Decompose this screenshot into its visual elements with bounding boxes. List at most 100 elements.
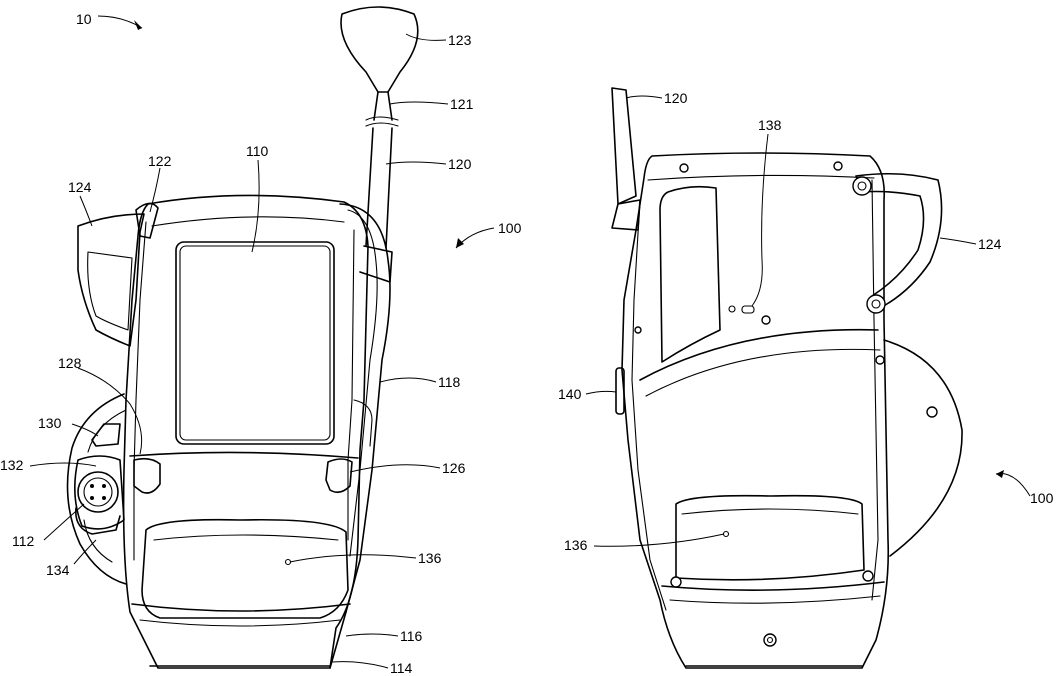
- rear-bulge: [884, 340, 962, 556]
- rear-antenna: [612, 88, 636, 204]
- left-side-button: [134, 459, 160, 493]
- rear-bottom-band: [662, 582, 884, 590]
- leader-126: [350, 465, 440, 472]
- rear-housing-top-band: [648, 175, 874, 180]
- front-view-device: [68, 7, 418, 668]
- leader-136b: [594, 534, 724, 546]
- leader-114: [332, 662, 388, 668]
- label-138: 138: [758, 117, 782, 133]
- leader-130: [72, 424, 98, 436]
- display-screen-inner: [180, 246, 330, 440]
- label-118: 118: [438, 374, 461, 390]
- label-122: 122: [148, 153, 172, 169]
- bottom-band: [132, 604, 350, 611]
- leader-128: [78, 368, 142, 454]
- housing-right-edge: [348, 230, 354, 540]
- rear-lower-sweep: [640, 330, 878, 380]
- screw-lower-left: [671, 577, 681, 587]
- label-140: 140: [558, 386, 582, 402]
- rear-handle-pivot-bottom: [867, 295, 885, 313]
- leader-138: [752, 134, 768, 306]
- antenna-mast-upper: [374, 92, 392, 120]
- connector-housing: [75, 456, 124, 529]
- bottom-band-inner: [140, 620, 340, 626]
- rear-bulge-screw: [927, 407, 937, 417]
- leader-10-arrow: [134, 20, 142, 30]
- leader-116: [346, 634, 398, 636]
- handle-clip: [136, 203, 158, 238]
- leader-124b: [940, 238, 976, 244]
- display-screen: [176, 242, 334, 444]
- label-100-front: 100: [498, 220, 522, 236]
- rear-view-device: [612, 88, 962, 668]
- label-123: 123: [448, 32, 472, 48]
- label-134: 134: [46, 562, 70, 578]
- screw-right-mid: [876, 356, 884, 364]
- connector-pin-4: [102, 496, 106, 500]
- label-132: 132: [0, 457, 24, 473]
- connector-pin-2: [102, 484, 106, 488]
- label-10: 10: [76, 11, 92, 27]
- screw-side-left: [635, 327, 641, 333]
- rear-antenna-base: [612, 200, 640, 230]
- grip-panel-inner: [154, 535, 338, 540]
- label-130: 130: [38, 415, 62, 431]
- connector-pin-1: [90, 484, 94, 488]
- label-120-front: 120: [448, 156, 472, 172]
- leader-124a: [80, 196, 92, 226]
- rear-switch: [742, 306, 754, 313]
- label-126: 126: [442, 460, 466, 476]
- label-110: 110: [246, 143, 269, 159]
- leader-123: [406, 34, 446, 40]
- side-rail: [340, 204, 390, 612]
- rear-handle: [856, 174, 942, 308]
- label-124-front: 124: [68, 179, 92, 195]
- rear-handle-pivot-top: [853, 177, 871, 195]
- leader-120b: [626, 96, 662, 98]
- screw-top-left: [680, 164, 688, 172]
- rear-switch-indicator: [729, 306, 735, 312]
- connector-pin-3: [90, 496, 94, 500]
- screw-top-right: [834, 162, 842, 170]
- handle-strap-inner: [88, 252, 132, 330]
- screw-lower-right: [863, 571, 873, 581]
- label-124-rear: 124: [978, 236, 1002, 252]
- connector-inner-ring: [84, 478, 112, 506]
- label-100-rear: 100: [1030, 490, 1054, 506]
- housing-bevel: [152, 217, 344, 226]
- label-114: 114: [390, 660, 413, 676]
- rear-grip-panel-inner: [682, 509, 858, 514]
- leader-100b-arrow: [996, 470, 1004, 478]
- housing-left-edge: [134, 222, 146, 560]
- leader-120a: [386, 162, 446, 164]
- leader-134: [74, 540, 96, 564]
- rear-switch-screw: [762, 316, 770, 324]
- rear-housing-right-edge: [872, 180, 878, 600]
- leader-140: [586, 391, 616, 394]
- grip-center-mark: [286, 560, 291, 565]
- label-136-rear: 136: [564, 537, 588, 553]
- antenna-tip: [341, 7, 418, 92]
- label-112: 112: [12, 533, 35, 549]
- rear-grip-center-mark: [724, 532, 729, 537]
- rear-bottom-band-inner: [670, 596, 880, 603]
- screw-bottom: [764, 634, 776, 646]
- label-121: 121: [450, 96, 474, 112]
- leader-118: [380, 378, 436, 382]
- leader-132: [30, 463, 96, 466]
- front-housing: [124, 195, 368, 668]
- label-128: 128: [58, 355, 82, 371]
- leader-136a: [290, 555, 416, 562]
- antenna-mast-lower: [366, 128, 392, 248]
- label-116: 116: [400, 628, 423, 644]
- rear-lower-sweep-inner: [646, 349, 880, 396]
- label-120-rear: 120: [664, 90, 688, 106]
- label-136-front: 136: [418, 550, 442, 566]
- housing-waistline: [130, 452, 358, 458]
- antenna-break: [366, 117, 398, 126]
- leader-110: [252, 160, 259, 252]
- leader-100a-arrow: [456, 238, 464, 248]
- leader-121: [390, 102, 448, 104]
- battery-window: [660, 187, 720, 362]
